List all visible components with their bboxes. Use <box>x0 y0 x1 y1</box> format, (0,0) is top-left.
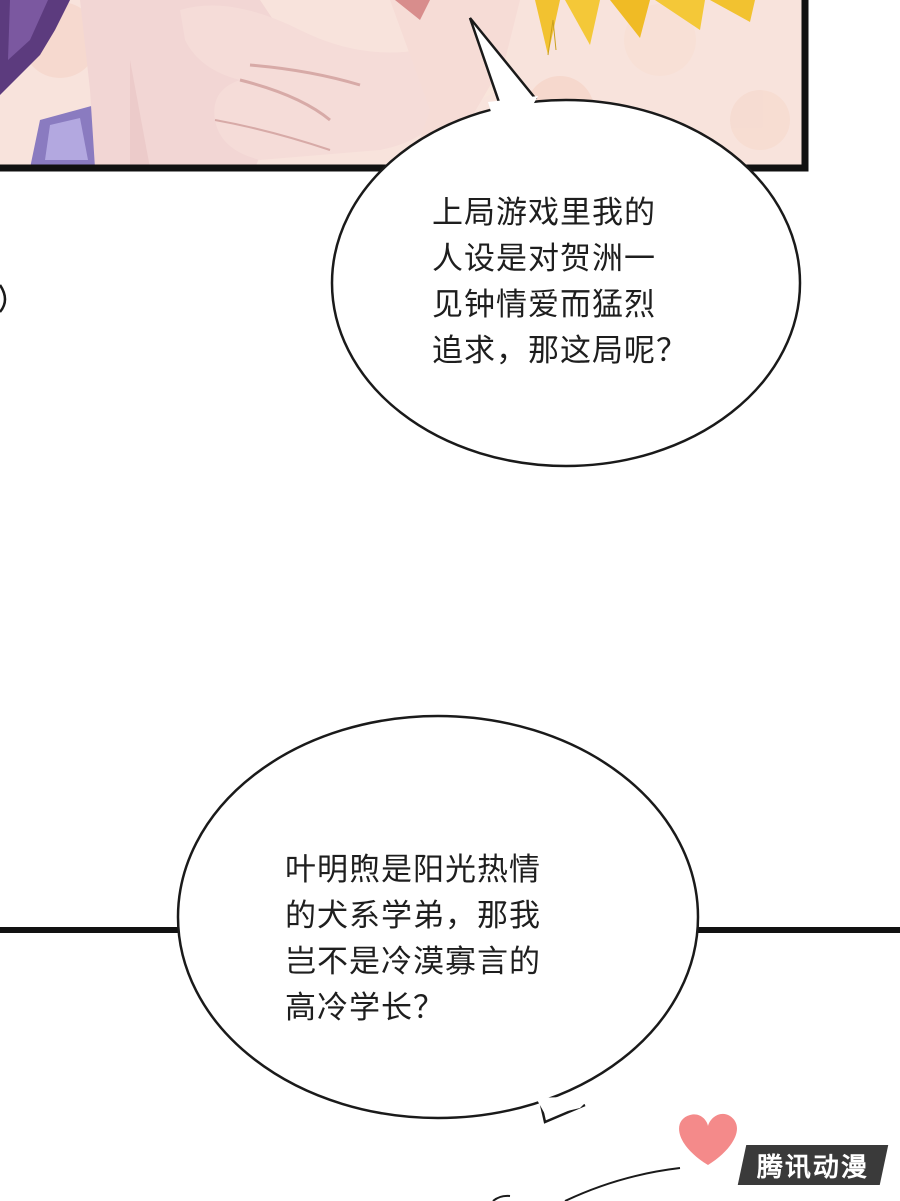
bubble-1-line-1: 上局游戏里我的 <box>432 195 656 231</box>
bubble-1-line-4: 追求，那这局呢？ <box>432 333 688 369</box>
bubble-2-line-4: 高冷学长？ <box>285 990 445 1026</box>
offscreen-bubble-edge <box>0 284 7 313</box>
bubble-2-line-1: 叶明煦是阳光热情 <box>285 852 541 888</box>
speech-bubble-2 <box>176 714 700 1124</box>
speech-bubble-2-text: 叶明煦是阳光热情 的犬系学弟，那我 岂不是冷漠寡言的 高冷学长？ <box>285 847 541 1031</box>
bubble-1-line-3: 见钟情爱而猛烈 <box>432 287 656 323</box>
heart-icon <box>679 1113 737 1165</box>
publisher-watermark: 腾讯动漫 <box>737 1145 889 1185</box>
speech-bubble-1-text: 上局游戏里我的 人设是对贺洲一 见钟情爱而猛烈 追求，那这局呢？ <box>432 190 688 374</box>
speech-bubble-1 <box>330 17 802 468</box>
bubble-2-line-2: 的犬系学弟，那我 <box>285 898 541 934</box>
bottom-line-art <box>564 1167 681 1201</box>
bubble-1-line-2: 人设是对贺洲一 <box>432 241 656 277</box>
watermark-text: 腾讯动漫 <box>756 1152 869 1183</box>
bubble-2-line-3: 岂不是冷漠寡言的 <box>285 944 541 980</box>
top-panel <box>0 0 809 172</box>
